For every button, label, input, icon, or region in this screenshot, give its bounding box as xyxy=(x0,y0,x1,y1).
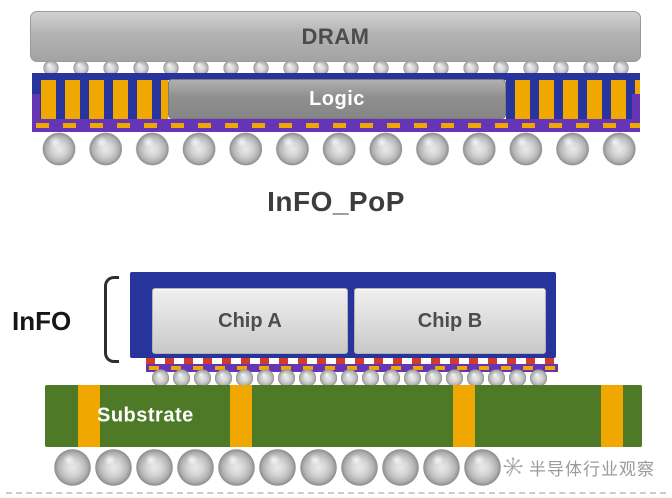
substrate-via xyxy=(453,385,475,447)
micro-solder-ball-row-bottom xyxy=(150,369,549,387)
info-package-label: InFO xyxy=(12,306,72,336)
dram-die: DRAM xyxy=(30,11,641,62)
bga-ball-row-bottom xyxy=(52,446,503,490)
dandelion-logo-icon xyxy=(503,457,523,477)
info-extent-bracket xyxy=(104,276,119,363)
rdl-sidewall-right xyxy=(632,94,640,120)
info-rdl-layer xyxy=(146,364,558,372)
logic-die: Logic xyxy=(168,79,506,119)
bottom-dashed-divider xyxy=(6,492,666,494)
logic-label: Logic xyxy=(309,87,365,110)
rdl-sidewall-left xyxy=(32,94,40,120)
diagram-title: InFO_PoP xyxy=(267,186,405,217)
front-rdl-layer xyxy=(32,119,640,132)
watermark: 半导体行业观察 xyxy=(502,454,655,480)
backside-rdl-layer xyxy=(32,73,640,80)
watermark-text: 半导体行业观察 xyxy=(529,459,655,479)
chip-b-label: Chip B xyxy=(417,309,483,332)
bga-ball-row-top xyxy=(36,130,644,169)
substrate: Substrate xyxy=(45,385,642,447)
substrate-via xyxy=(230,385,252,447)
substrate-label: Substrate xyxy=(97,404,194,427)
dram-label: DRAM xyxy=(301,23,370,49)
substrate-via xyxy=(601,385,623,447)
chip-a-label: Chip A xyxy=(218,309,282,332)
chip-b-die: Chip B xyxy=(354,288,546,354)
substrate-via xyxy=(78,385,100,447)
micro-solder-ball-row-top xyxy=(36,59,636,77)
tiv-array-right xyxy=(506,80,640,119)
chip-a-die: Chip A xyxy=(152,288,348,354)
tiv-array-left xyxy=(32,80,168,119)
micro-bump-row xyxy=(146,358,558,364)
